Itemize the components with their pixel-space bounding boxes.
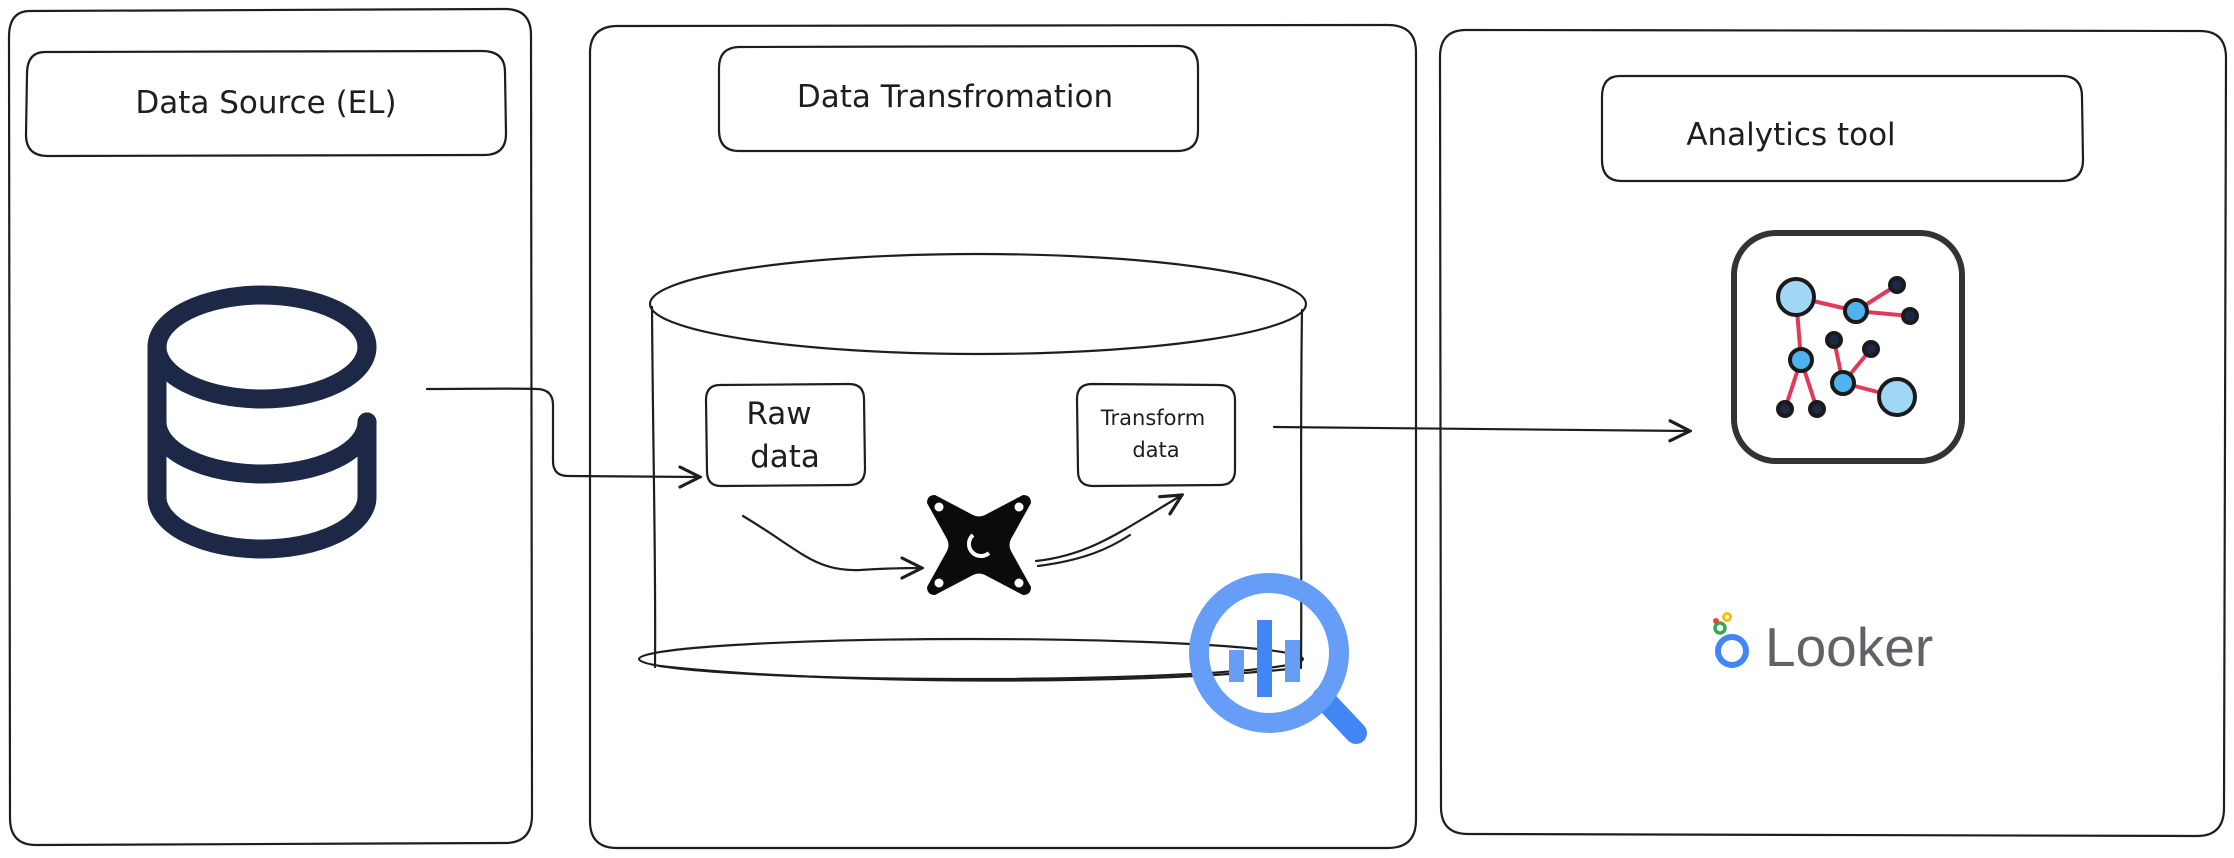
panel-data-source: Data Source (EL) [7, 7, 534, 847]
transform-data-box: Transform data [1075, 382, 1237, 488]
transformation-title-box [717, 44, 1200, 153]
dbt-to-transform-arrow [1034, 495, 1182, 563]
dbt-icon [927, 495, 1031, 595]
raw-data-box: Raw data [704, 382, 867, 488]
network-graph-icon [1731, 230, 1965, 464]
bigquery-icon [1189, 573, 1367, 744]
transform-to-analytics-connector [1272, 427, 1690, 431]
transformation-title: Data Transfromation [797, 79, 1113, 115]
panel-data-source-frame [7, 7, 534, 847]
analytics-title: Analytics tool [1686, 117, 1895, 153]
raw-to-dbt-arrow [741, 514, 922, 570]
looker-logo-icon [1713, 612, 1749, 668]
dbt-to-transform-arrow-sketch [1036, 533, 1132, 568]
raw-data-label-line2: data [750, 439, 820, 475]
panel-analytics-frame [1438, 28, 2228, 838]
transform-data-label-line1: Transform [1100, 406, 1205, 430]
database-icon [147, 285, 377, 559]
looker-wordmark: Looker [1765, 616, 1933, 678]
source-title-box [24, 49, 508, 158]
panel-data-transformation: Data Transfromation Raw data Transform d… [588, 23, 1418, 850]
warehouse-cylinder-icon [637, 252, 1308, 682]
panel-analytics-tool: Analytics tool [1438, 28, 2228, 838]
transform-data-label-line2: data [1132, 438, 1179, 462]
source-title: Data Source (EL) [135, 85, 396, 121]
raw-data-label-line1: Raw [746, 396, 811, 432]
looker-logo: Looker [1713, 612, 1933, 678]
panel-transformation-frame [588, 23, 1418, 850]
source-to-raw-connector [425, 387, 700, 477]
analytics-title-box [1600, 74, 2085, 183]
